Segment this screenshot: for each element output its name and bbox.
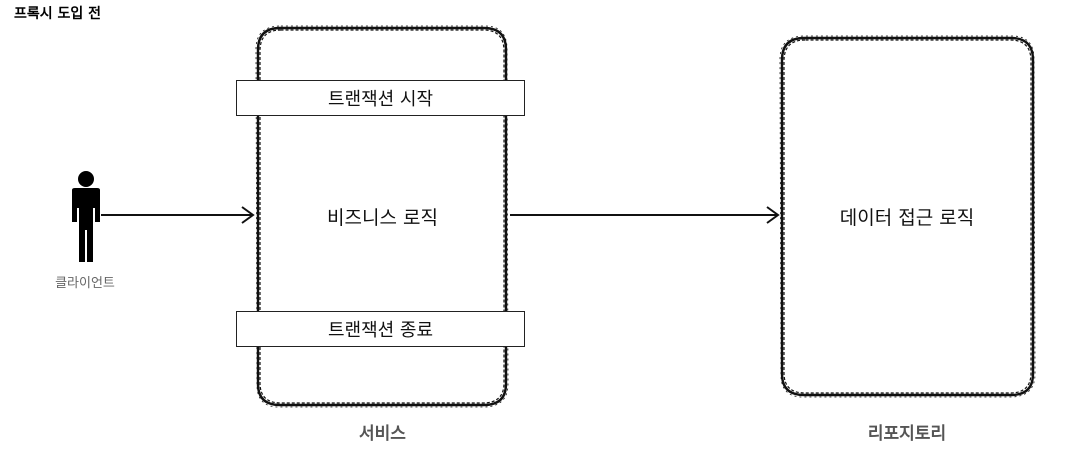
service-box (255, 25, 509, 408)
person-icon (72, 171, 100, 262)
client-to-service-arrow (101, 206, 255, 224)
repository-box (779, 35, 1036, 398)
repository-caption: 리포지토리 (867, 424, 947, 444)
business-logic-label: 비즈니스 로직 (327, 207, 438, 229)
client-label: 클라이언트 (55, 276, 115, 291)
transaction-start-bar: 트랜잭션 시작 (236, 80, 525, 116)
diagram-title: 프록시 도입 전 (14, 6, 102, 22)
service-caption: 서비스 (359, 424, 406, 444)
transaction-end-bar: 트랜잭션 종료 (236, 311, 525, 347)
service-to-repository-arrow (510, 206, 780, 224)
data-access-logic-label: 데이터 접근 로직 (839, 207, 975, 229)
